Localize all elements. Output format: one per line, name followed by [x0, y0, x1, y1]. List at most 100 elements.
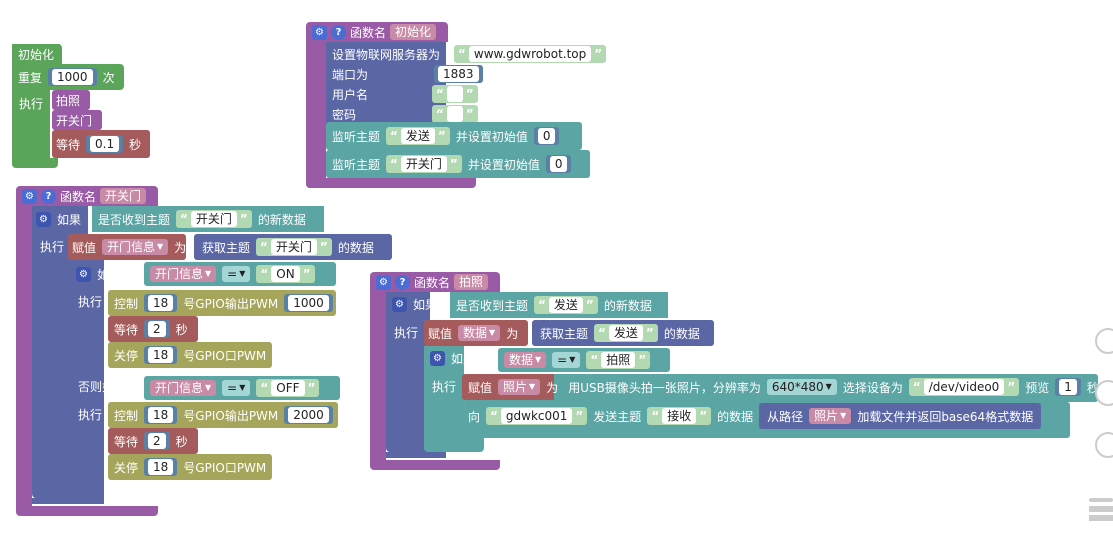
door-topic-value[interactable]: 开关门	[190, 211, 237, 227]
port-row[interactable]: 端口为 1883	[326, 62, 489, 86]
photo-received-cond[interactable]: 是否收到主题 “发送” 的新数据	[450, 293, 658, 317]
func-photo-block[interactable]: ⚙ ? 函数名 拍照 ⚙ 如果 是否收到主题 “发送” 的新数据 执行 赋值 数…	[370, 272, 1100, 470]
door-topic-text[interactable]: “开关门”	[176, 210, 252, 228]
pwm-on-slot[interactable]: 1000	[284, 294, 333, 312]
on-value[interactable]: ON	[271, 266, 300, 282]
photo-var-value[interactable]: 数据	[463, 326, 488, 340]
door-inner-if[interactable]: ⚙ 如果	[72, 262, 127, 286]
device-value[interactable]: /dev/video0	[923, 379, 1005, 395]
preview-value[interactable]: 1	[1059, 379, 1077, 395]
eq-dropdown[interactable]: =▼	[222, 380, 251, 396]
wait-row[interactable]: 等待 0.1 秒	[52, 132, 147, 156]
photo-text[interactable]: “拍照”	[586, 351, 651, 369]
door-off-compare[interactable]: 开门信息▼ =▼ “OFF”	[144, 376, 325, 400]
call-photo[interactable]: 拍照	[52, 89, 86, 111]
func-name-field[interactable]: 开关门	[100, 188, 147, 204]
func-name-value[interactable]: 开关门	[105, 189, 142, 203]
listen1-topic[interactable]: “发送”	[386, 127, 450, 145]
off-value[interactable]: OFF	[271, 380, 305, 396]
client-value[interactable]: gdwkc001	[500, 408, 573, 424]
photo-inner-if[interactable]: ⚙ 如果	[426, 346, 481, 370]
path-var-value[interactable]: 照片	[814, 409, 839, 423]
port-value[interactable]: 1883	[438, 66, 479, 82]
eq-value[interactable]: =	[227, 381, 238, 395]
listen1-init-value[interactable]: 0	[537, 128, 556, 144]
send-row[interactable]: 向 “gdwkc001” 发送主题 “接收” 的数据 从路径 照片▼ 加载文件并…	[462, 403, 1047, 429]
gear-icon[interactable]: ⚙	[376, 274, 391, 290]
preview-slot[interactable]: 1	[1055, 378, 1081, 396]
listen2-topic-value[interactable]: 开关门	[400, 156, 447, 172]
capture-row[interactable]: 赋值 照片▼ 为 用USB摄像头拍一张照片，分辨率为 640*480▼ 选择设备…	[462, 375, 1105, 399]
zoom-reset-icon[interactable]	[1095, 328, 1113, 354]
gear-icon[interactable]: ⚙	[22, 188, 37, 204]
photo-var-dropdown[interactable]: 数据▼	[458, 325, 501, 341]
door-var-value[interactable]: 开门信息	[107, 240, 156, 254]
door-on-compare[interactable]: 开门信息▼ =▼ “ON”	[144, 262, 321, 286]
gear-icon[interactable]: ⚙	[312, 24, 327, 40]
door-var-dropdown[interactable]: 开门信息▼	[150, 380, 217, 396]
repeat-count-value[interactable]: 1000	[52, 69, 93, 85]
repeat-count[interactable]: 1000	[48, 68, 97, 86]
door-var-value[interactable]: 开门信息	[155, 381, 204, 395]
user-value[interactable]	[446, 86, 463, 102]
stop2-pin-slot[interactable]: 18	[144, 458, 178, 476]
door-get-topic[interactable]: 获取主题 “开关门” 的数据	[196, 235, 380, 259]
user-text[interactable]: “”	[432, 85, 478, 103]
wait2-row[interactable]: 等待 2 秒	[108, 429, 194, 453]
gear-icon[interactable]: ⚙	[36, 211, 51, 227]
door-var-value[interactable]: 开门信息	[155, 267, 204, 281]
pass-row[interactable]: 密码 “”	[326, 102, 484, 126]
pwm-off-value[interactable]: 2000	[288, 407, 329, 423]
client-text[interactable]: “gdwkc001”	[486, 407, 588, 425]
listen1-init-slot[interactable]: 0	[533, 127, 560, 145]
listen2-init-slot[interactable]: 0	[545, 155, 572, 173]
pwm-on-value[interactable]: 1000	[288, 295, 329, 311]
init-block[interactable]: 初始化 重复 1000 次 执行 拍照 开关门 等待 0.1 秒	[12, 44, 150, 168]
func-door-block[interactable]: ⚙ ? 函数名 开关门 ⚙ 如果 是否收到主题 “开关门” 的新数据 执行 赋值…	[16, 186, 396, 518]
load-file-block[interactable]: 从路径 照片▼ 加载文件并返回base64格式数据	[759, 403, 1042, 429]
path-var-dropdown[interactable]: 照片▼	[809, 408, 852, 424]
gear-icon[interactable]: ⚙	[392, 296, 407, 312]
wait1-row[interactable]: 等待 2 秒	[108, 317, 194, 341]
wait-value-slot[interactable]: 0.1	[86, 135, 124, 153]
door-var-dropdown[interactable]: 开门信息▼	[102, 239, 169, 255]
server-text[interactable]: “www.gdwrobot.top”	[454, 45, 607, 63]
photo-if-row[interactable]: ⚙ 如果	[388, 292, 443, 316]
listen1-topic-value[interactable]: 发送	[400, 128, 435, 144]
listen1-row[interactable]: 监听主题 “发送” 并设置初始值 0	[326, 124, 565, 148]
wait2-value[interactable]: 2	[148, 433, 166, 449]
pin-slot[interactable]: 18	[144, 294, 178, 312]
pwm-off-slot[interactable]: 2000	[284, 406, 333, 424]
photo-topic-value[interactable]: 发送	[548, 297, 583, 313]
wait1-slot[interactable]: 2	[144, 320, 170, 338]
zoom-in-icon[interactable]	[1095, 380, 1113, 406]
door-if-row[interactable]: ⚙ 如果	[32, 207, 87, 231]
func-name-field[interactable]: 拍照	[454, 274, 489, 290]
stop1-row[interactable]: 关停 18 号GPIO口PWM	[108, 343, 272, 367]
photo-var-value[interactable]: 数据	[509, 353, 534, 367]
door-get-topic-value[interactable]: 开关门	[270, 239, 317, 255]
func-name-value[interactable]: 初始化	[395, 25, 432, 39]
door-received-cond[interactable]: 是否收到主题 “开关门” 的新数据	[92, 207, 312, 231]
eq-value[interactable]: =	[557, 353, 568, 367]
user-row[interactable]: 用户名 “”	[326, 82, 484, 106]
pass-text[interactable]: “”	[432, 105, 478, 123]
photo-value[interactable]: 拍照	[601, 352, 636, 368]
listen2-topic[interactable]: “开关门”	[386, 155, 462, 173]
pwm-off-row[interactable]: 控制 18 号GPIO输出PWM 2000	[108, 403, 339, 427]
pin-value[interactable]: 18	[148, 295, 174, 311]
send-topic-text[interactable]: “接收”	[647, 407, 712, 425]
port-slot[interactable]: 1883	[434, 65, 483, 83]
listen2-init-value[interactable]: 0	[549, 156, 568, 172]
on-text[interactable]: “ON”	[256, 265, 315, 283]
photo-get-topic[interactable]: 获取主题 “发送” 的数据	[534, 321, 706, 345]
eq-dropdown[interactable]: =▼	[222, 266, 251, 282]
send-topic-value[interactable]: 接收	[662, 408, 697, 424]
server-row[interactable]: 设置物联网服务器为 “www.gdwrobot.top”	[326, 42, 612, 66]
photo-get-topic-value[interactable]: 发送	[608, 325, 643, 341]
stop2-row[interactable]: 关停 18 号GPIO口PWM	[108, 455, 272, 479]
listen2-row[interactable]: 监听主题 “开关门” 并设置初始值 0	[326, 152, 577, 176]
pwm-on-row[interactable]: 控制 18 号GPIO输出PWM 1000	[108, 291, 339, 315]
wait-value[interactable]: 0.1	[90, 136, 120, 152]
pin-slot[interactable]: 18	[144, 406, 178, 424]
